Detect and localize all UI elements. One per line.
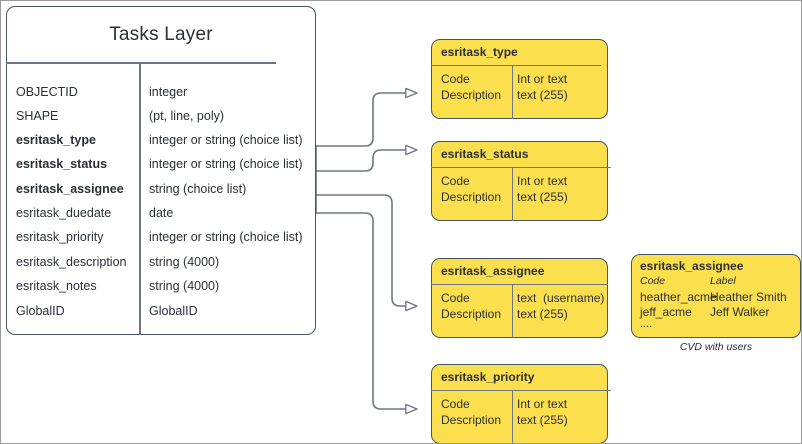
domain-header-divider [431,284,608,286]
cvd-assignee-box[interactable]: esritask_assignee Code Label heather_acm… [631,254,801,338]
domain-column-divider [512,66,514,119]
domain-box-esritask-type[interactable]: esritask_type Code Description Int or te… [431,39,608,119]
domain-type-column: text (username) text (255) [517,291,605,321]
field-name: SHAPE [16,109,59,124]
field-name: esritask_priority [16,230,104,245]
domain-column-divider [512,168,514,221]
domain-code-column: Code Description [441,72,502,102]
domain-column-divider [512,391,514,443]
field-type: integer or string (choice list) [149,133,303,148]
tasks-layer-title: Tasks Layer [109,23,213,45]
field-row[interactable]: OBJECTID integer [7,80,315,104]
cvd-row-code: jeff_acme [640,305,692,319]
domain-box-title: esritask_type [441,45,518,59]
domain-code-column: Code Description [441,397,502,427]
domain-header-divider [431,390,611,392]
field-type: string (4000) [149,255,220,270]
field-type: (pt, line, poly) [149,109,225,124]
connector-esritask-status [316,144,418,172]
field-type: integer [149,85,188,100]
domain-header-divider [431,65,601,67]
domain-type-column: Int or text text (255) [517,174,568,204]
domain-code-column: Code Description [441,291,502,321]
cvd-row-label: Heather Smith [710,290,787,304]
field-row[interactable]: esritask_status integer or string (choic… [7,152,315,176]
cvd-row-ellipsis: .... [640,318,653,330]
connector-esritask-assignee [316,194,418,312]
field-name: esritask_notes [16,279,97,294]
header-divider [6,62,276,64]
cvd-caption: CVD with users [679,341,753,353]
field-type: date [149,206,174,221]
connector-esritask-type [316,87,418,147]
domain-type-column: Int or text text (255) [517,397,568,427]
field-row[interactable]: esritask_priority integer or string (cho… [7,225,315,249]
cvd-header-label: Label [710,275,736,287]
domain-box-esritask-priority[interactable]: esritask_priority Code Description Int o… [431,364,611,443]
domain-column-divider [512,285,514,338]
field-type: integer or string (choice list) [149,230,303,245]
domain-box-title: esritask_status [441,147,529,161]
field-name: esritask_duedate [16,206,112,221]
domain-code-column: Code Description [441,174,502,204]
field-name: esritask_assignee [16,182,124,197]
domain-box-esritask-assignee[interactable]: esritask_assignee Code Description text … [431,258,608,338]
cvd-row-code: heather_acme [640,290,717,304]
domain-header-divider [431,167,611,169]
connector-esritask-priority [316,212,418,415]
domain-box-esritask-status[interactable]: esritask_status Code Description Int or … [431,141,611,221]
field-name: GlobalID [16,304,65,319]
cvd-box-title: esritask_assignee [640,259,744,273]
domain-box-title: esritask_assignee [441,264,545,278]
domain-box-title: esritask_priority [441,370,535,384]
field-row[interactable]: esritask_notes string (4000) [7,274,315,298]
field-row[interactable]: SHAPE (pt, line, poly) [7,104,315,128]
field-type: string (4000) [149,279,220,294]
field-type: string (choice list) [149,182,247,197]
field-row[interactable]: esritask_assignee string (choice list) [7,177,315,201]
field-name: esritask_type [16,133,96,148]
field-row[interactable]: esritask_duedate date [7,201,315,225]
field-row[interactable]: esritask_type integer or string (choice … [7,128,315,152]
field-type: integer or string (choice list) [149,157,303,172]
field-row[interactable]: GlobalID GlobalID [7,299,315,323]
cvd-row-label: Jeff Walker [710,305,770,319]
field-row[interactable]: esritask_description string (4000) [7,250,315,274]
field-type: GlobalID [149,304,198,319]
field-name: esritask_description [16,255,127,270]
field-name: esritask_status [16,157,108,172]
cvd-header-code: Code [640,275,666,287]
tasks-layer-entity[interactable]: Tasks Layer OBJECTID integer SHAPE (pt, … [6,6,316,335]
column-divider [139,63,141,335]
field-name: OBJECTID [16,85,78,100]
domain-type-column: Int or text text (255) [517,72,568,102]
